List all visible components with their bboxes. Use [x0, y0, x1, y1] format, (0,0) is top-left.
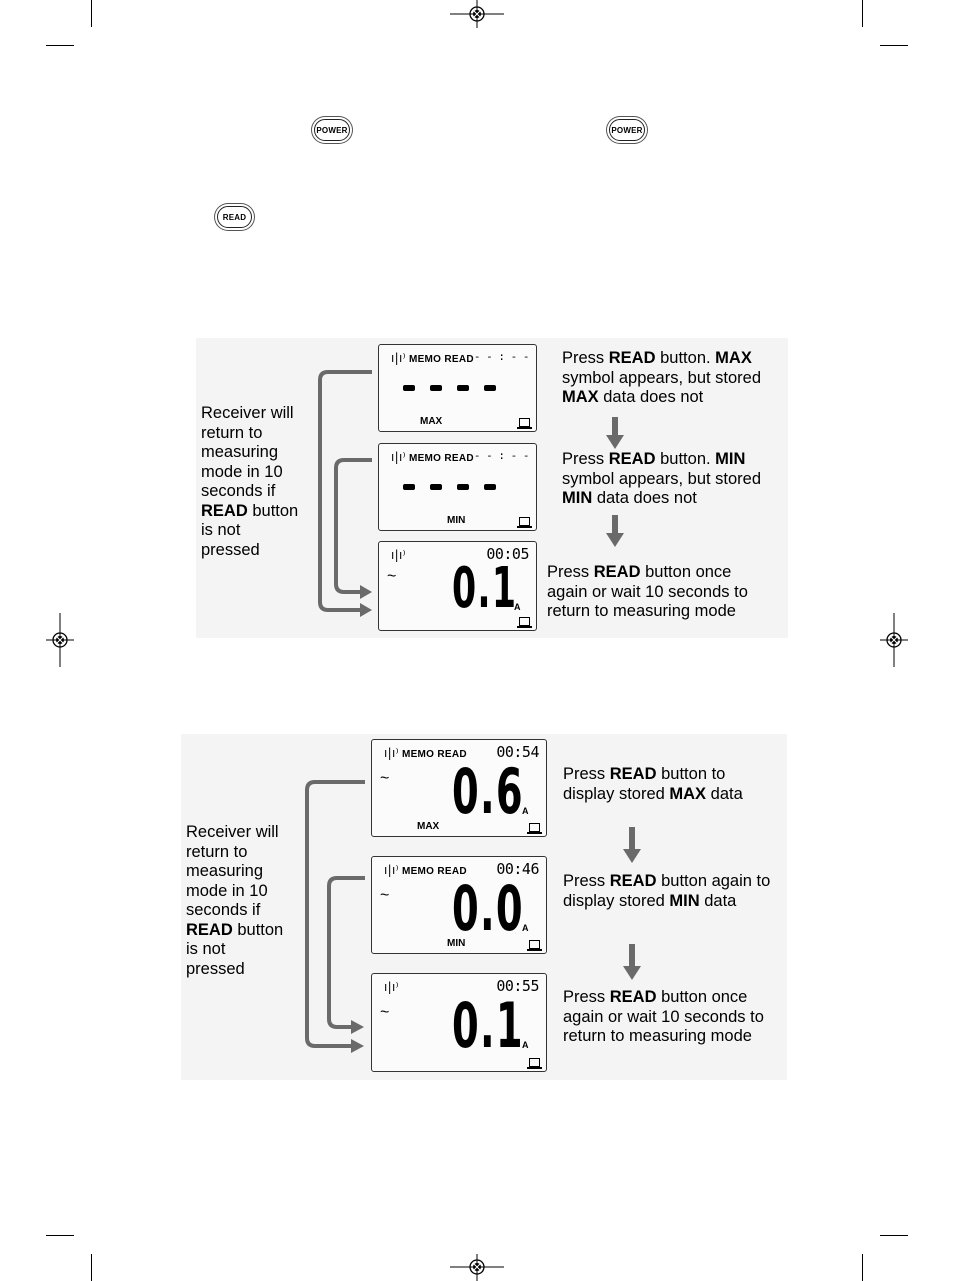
- ac-symbol-icon: ~: [380, 1004, 390, 1021]
- lcd-reading: 0.1: [452, 989, 524, 1062]
- crop-mark: [91, 1254, 92, 1281]
- power-button-icon: POWER: [314, 119, 350, 141]
- unit-indicator: A: [514, 602, 521, 612]
- ac-symbol-icon: ~: [380, 770, 390, 787]
- battery-icon: [527, 823, 542, 834]
- lcd-time: 00:46: [496, 860, 539, 878]
- power-button-icon: POWER: [609, 119, 645, 141]
- step-2-instruction: Press READ button. MIN symbol appears, b…: [562, 450, 762, 507]
- memo-read-indicator: MEMO READ: [401, 866, 467, 877]
- signal-icon: ı|ı⁾: [391, 351, 406, 365]
- lcd-display-measuring: ı|ı⁾ 00:55 ~ 0.1 A: [371, 973, 547, 1072]
- step-3-instruction: Press READ button once again or wait 10 …: [547, 563, 748, 620]
- lcd-reading: 0.6: [452, 755, 524, 828]
- registration-mark-icon: [450, 1254, 504, 1281]
- lcd-time: 00:55: [496, 977, 539, 995]
- battery-icon: [527, 940, 542, 951]
- battery-icon: [517, 418, 532, 429]
- crop-mark: [46, 1235, 74, 1236]
- memo-read-indicator: MEMO READ: [401, 749, 467, 760]
- down-arrow-icon: [606, 417, 624, 449]
- receiver-note-1: Receiver will return to measuring mode i…: [201, 404, 299, 559]
- registration-mark-icon: [450, 0, 504, 28]
- memo-read-indicator: MEMO READ: [408, 354, 474, 365]
- lcd-time: - - : - -: [473, 449, 530, 462]
- crop-mark: [880, 1235, 908, 1236]
- registration-mark-icon: [880, 613, 908, 667]
- ac-symbol-icon: ~: [380, 887, 390, 904]
- crop-mark: [46, 45, 74, 46]
- signal-icon: ı|ı⁾: [384, 980, 399, 994]
- crop-mark: [862, 1254, 863, 1281]
- battery-icon: [517, 617, 532, 628]
- unit-indicator: A: [522, 806, 529, 816]
- step-1-instruction: Press READ button. MAX symbol appears, b…: [562, 349, 762, 406]
- lcd-time: - - : - -: [473, 350, 530, 363]
- down-arrow-icon: [623, 944, 641, 980]
- step-5-instruction: Press READ button again to display store…: [563, 872, 771, 910]
- lcd-reading: 0.1: [452, 556, 518, 621]
- lcd-reading: 0.0: [452, 872, 524, 945]
- min-indicator: MIN: [447, 938, 466, 949]
- lcd-display-max-empty: ı|ı⁾ MEMO READ - - : - - MAX: [378, 344, 537, 432]
- crop-mark: [91, 0, 92, 27]
- crop-mark: [880, 45, 908, 46]
- signal-icon: ı|ı⁾: [384, 863, 399, 877]
- unit-indicator: A: [522, 1040, 529, 1050]
- lcd-display-min-empty: ı|ı⁾ MEMO READ - - : - - MIN: [378, 443, 537, 531]
- down-arrow-icon: [623, 827, 641, 863]
- ac-symbol-icon: ~: [387, 568, 397, 585]
- registration-mark-icon: [46, 613, 74, 667]
- lcd-time: 00:05: [486, 545, 529, 563]
- unit-indicator: A: [522, 923, 529, 933]
- max-indicator: MAX: [417, 821, 440, 832]
- battery-icon: [527, 1058, 542, 1069]
- max-indicator: MAX: [420, 416, 443, 427]
- return-flow-arrows-1: [318, 370, 372, 617]
- min-indicator: MIN: [447, 515, 466, 526]
- signal-icon: ı|ı⁾: [391, 450, 406, 464]
- empty-reading-dashes: [403, 385, 496, 391]
- signal-icon: ı|ı⁾: [384, 746, 399, 760]
- lcd-display-measuring: ı|ı⁾ 00:05 ~ 0.1 A: [378, 541, 537, 631]
- battery-icon: [517, 517, 532, 528]
- lcd-display-max-stored: ı|ı⁾ MEMO READ 00:54 ~ 0.6 A MAX: [371, 739, 547, 837]
- lcd-display-min-stored: ı|ı⁾ MEMO READ 00:46 ~ 0.0 A MIN: [371, 856, 547, 954]
- lcd-time: 00:54: [496, 743, 539, 761]
- memo-read-indicator: MEMO READ: [408, 453, 474, 464]
- crop-mark: [862, 0, 863, 27]
- return-flow-arrows-2: [305, 780, 365, 1053]
- signal-icon: ı|ı⁾: [391, 548, 406, 562]
- receiver-note-2: Receiver will return to measuring mode i…: [186, 823, 284, 978]
- step-4-instruction: Press READ button to display stored MAX …: [563, 765, 743, 803]
- read-button-icon: READ: [217, 206, 252, 228]
- down-arrow-icon: [606, 515, 624, 547]
- step-6-instruction: Press READ button once again or wait 10 …: [563, 988, 764, 1045]
- empty-reading-dashes: [403, 484, 496, 490]
